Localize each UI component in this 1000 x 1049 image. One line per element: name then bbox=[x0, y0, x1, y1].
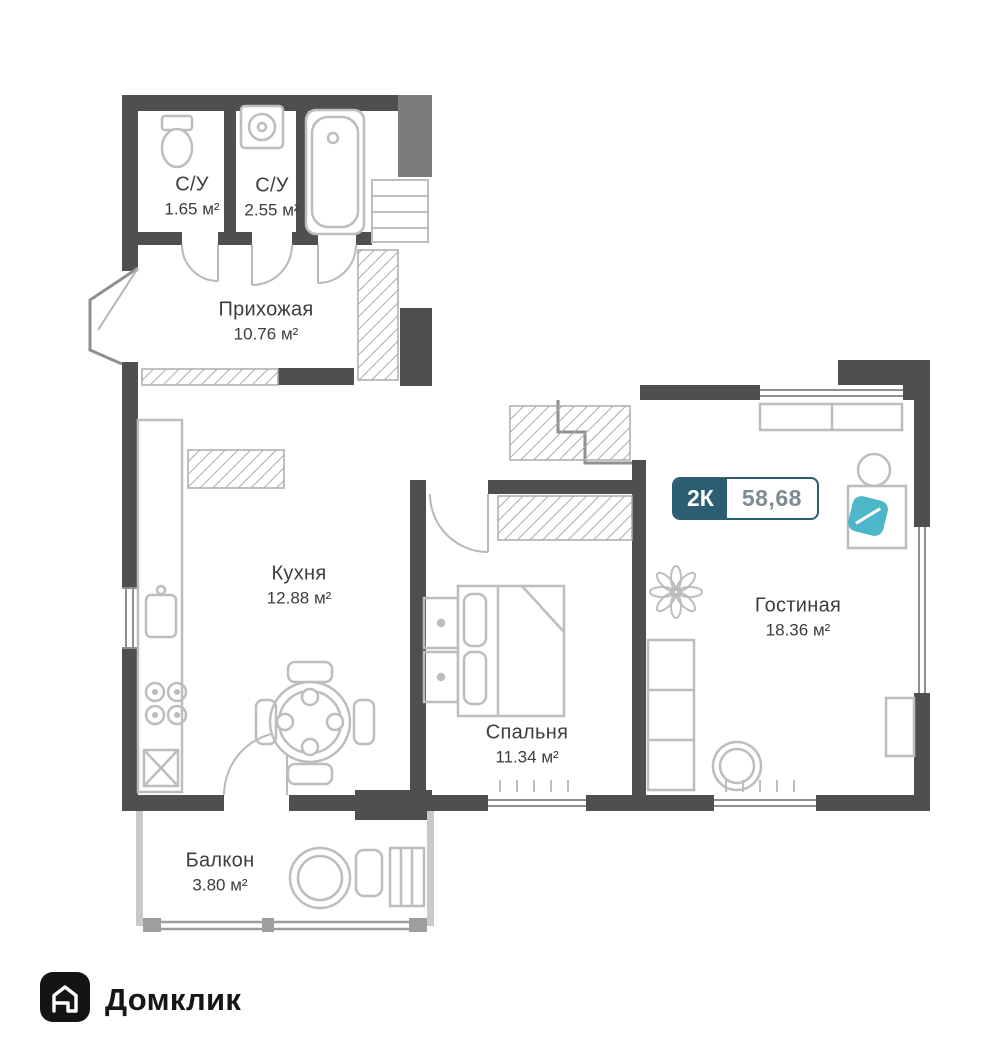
bookshelf bbox=[646, 638, 696, 792]
radiator bbox=[725, 780, 795, 792]
kitchen-appliance bbox=[142, 748, 180, 788]
bathroom-fixtures bbox=[160, 104, 366, 236]
desk-chair bbox=[856, 452, 892, 488]
coffee-table bbox=[711, 740, 763, 792]
bedroom-furniture bbox=[422, 584, 569, 792]
dining-chairs bbox=[254, 660, 376, 786]
room-label-balcony: Балкон 3.80 м² bbox=[185, 849, 255, 894]
room-label-bathroom-small: С/У 1.65 м² bbox=[164, 173, 220, 218]
apartment-badge: 2К 58,68 bbox=[672, 477, 819, 520]
toilet-bowl bbox=[160, 127, 194, 169]
room-label-living-room: Гостиная 18.36 м² bbox=[754, 594, 842, 639]
room-label-hallway: Прихожая 10.76 м² bbox=[218, 298, 314, 343]
outer-walls bbox=[122, 95, 930, 820]
room-label-bathroom-large: С/У 2.55 м² bbox=[244, 174, 300, 219]
bathtub bbox=[304, 108, 366, 236]
room-label-kitchen: Кухня 12.88 м² bbox=[266, 562, 332, 607]
kitchen-furniture bbox=[136, 418, 376, 794]
brand-name: Домклик bbox=[105, 981, 242, 1017]
side-cabinet bbox=[884, 696, 916, 758]
dining-table bbox=[268, 680, 352, 764]
entrance-door-leaf bbox=[97, 267, 139, 331]
stove bbox=[144, 681, 188, 726]
accent-armchair bbox=[848, 496, 888, 536]
windows bbox=[122, 385, 930, 811]
apartment-total-area: 58,68 bbox=[741, 485, 802, 511]
balcony-walls bbox=[136, 811, 434, 932]
balcony-chair bbox=[354, 848, 384, 898]
house-icon bbox=[38, 970, 92, 1029]
living-room-furniture bbox=[646, 402, 916, 792]
apartment-type-label: 2К bbox=[674, 479, 727, 518]
window-cabinet bbox=[758, 402, 904, 432]
domclick-logo: Домклик bbox=[38, 970, 241, 1029]
balcony-furniture bbox=[288, 846, 426, 910]
balcony-rack bbox=[388, 846, 426, 908]
wardrobes bbox=[141, 249, 633, 541]
plant bbox=[649, 565, 703, 619]
room-label-bedroom: Спальня 11.34 м² bbox=[485, 721, 569, 766]
hallway-shelves bbox=[371, 179, 429, 243]
radiator bbox=[499, 780, 569, 792]
bed bbox=[456, 584, 566, 718]
interior-walls bbox=[138, 95, 646, 795]
